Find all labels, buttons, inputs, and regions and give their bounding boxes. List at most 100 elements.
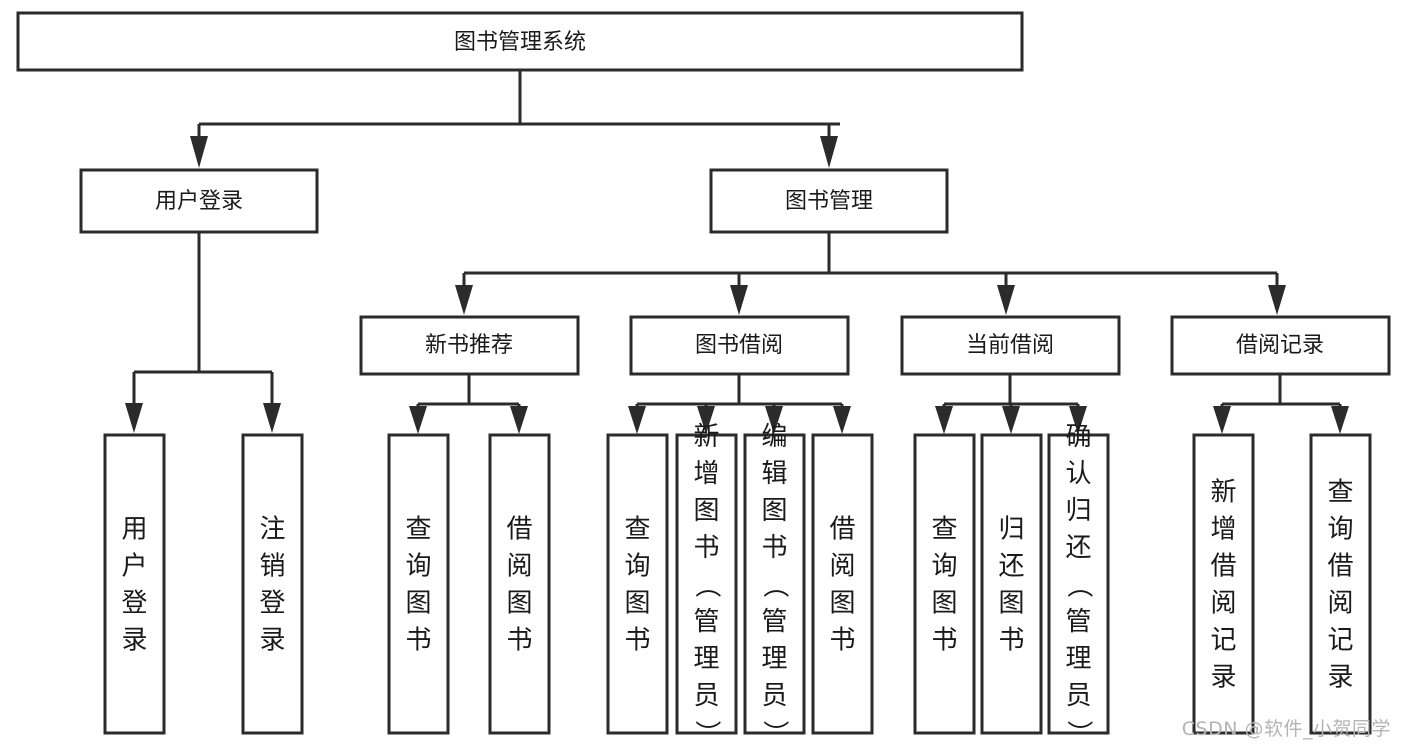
node-leaf-confirm-return[interactable] <box>1047 433 1110 735</box>
svg-text:户: 户 <box>121 552 147 582</box>
node-leaf-edit-book-box[interactable] <box>743 433 806 735</box>
node-leaf-borrow-book-2-box[interactable] <box>811 433 874 735</box>
node-borrow-record[interactable]: 借阅记录 <box>1170 315 1391 376</box>
node-leaf-return-book[interactable] <box>980 433 1043 735</box>
arrow-head-leaf-query-book-3 <box>935 406 953 434</box>
svg-text:图: 图 <box>829 589 855 619</box>
node-leaf-user-login[interactable] <box>103 433 166 735</box>
svg-text:查: 查 <box>1327 478 1353 508</box>
node-root-box[interactable] <box>16 11 1024 72</box>
arrow-head-current-borrow <box>997 285 1015 315</box>
svg-text:阅: 阅 <box>506 552 532 582</box>
connector-group-new-book-recommend <box>409 374 528 434</box>
node-new-book-recommend-box[interactable] <box>359 315 580 376</box>
node-book-manage[interactable]: 图书管理 <box>709 168 949 234</box>
node-leaf-query-book-3[interactable] <box>913 433 976 735</box>
svg-text:查: 查 <box>624 515 650 545</box>
node-borrow-record-box[interactable] <box>1170 315 1391 376</box>
svg-text:图: 图 <box>693 496 719 526</box>
arrow-head-leaf-query-book-2 <box>628 406 646 434</box>
svg-text:询: 询 <box>405 552 431 582</box>
node-leaf-borrow-book-1[interactable] <box>488 433 551 735</box>
svg-text:书: 书 <box>506 626 532 656</box>
svg-text:借: 借 <box>506 515 532 545</box>
arrow-head-leaf-confirm-return <box>1069 406 1087 434</box>
svg-text:注: 注 <box>259 515 285 545</box>
node-leaf-logout-login-box[interactable] <box>241 433 304 735</box>
svg-text:编: 编 <box>761 422 787 452</box>
svg-text:还: 还 <box>998 552 1024 582</box>
node-leaf-add-record-box[interactable] <box>1192 433 1255 735</box>
node-leaf-borrow-book-2[interactable] <box>811 433 874 735</box>
svg-text:书: 书 <box>624 626 650 656</box>
svg-text:录: 录 <box>1327 663 1353 693</box>
svg-text:录: 录 <box>259 626 285 656</box>
arrow-head-book-borrow <box>730 285 748 315</box>
node-leaf-edit-book[interactable] <box>743 433 806 735</box>
node-root[interactable]: 图书管理系统 <box>16 11 1024 72</box>
node-leaf-query-book-2-box[interactable] <box>606 433 669 735</box>
node-leaf-logout-login[interactable] <box>241 433 304 735</box>
node-leaf-query-book-1-box[interactable] <box>387 433 450 735</box>
node-book-borrow-box[interactable] <box>629 315 850 376</box>
node-borrow-record-label: 借阅记录 <box>1236 333 1324 358</box>
svg-text:登: 登 <box>121 589 147 619</box>
node-leaf-add-book[interactable] <box>675 433 738 735</box>
arrow-head-user-login <box>190 136 208 168</box>
node-leaf-borrow-book-1-box[interactable] <box>488 433 551 735</box>
svg-text:管: 管 <box>693 607 719 637</box>
node-current-borrow-box[interactable] <box>900 315 1121 376</box>
connector-group-book-manage <box>455 232 1286 315</box>
svg-text:询: 询 <box>624 552 650 582</box>
connector-group-book-borrow <box>628 374 851 434</box>
node-new-book-recommend[interactable]: 新书推荐 <box>359 315 580 376</box>
svg-text:书: 书 <box>998 626 1024 656</box>
csdn-watermark: CSDN @软件_小贺同学 <box>1181 718 1391 740</box>
node-current-borrow[interactable]: 当前借阅 <box>900 315 1121 376</box>
node-leaf-query-record-box[interactable] <box>1309 433 1372 735</box>
node-leaf-add-record[interactable] <box>1192 433 1255 735</box>
svg-text:阅: 阅 <box>829 552 855 582</box>
svg-text:借: 借 <box>829 515 855 545</box>
node-leaf-query-book-2[interactable] <box>606 433 669 735</box>
svg-text:书: 书 <box>693 533 719 563</box>
svg-text:图: 图 <box>624 589 650 619</box>
arrow-head-book-manage <box>820 136 838 168</box>
node-leaf-query-book-1[interactable] <box>387 433 450 735</box>
leaf-label-layer: 用户登录注销登录查询图书借阅图书查询图书新增图书（管理员）编辑图书（管理员）借阅… <box>121 422 1353 746</box>
node-leaf-user-login-label: 用户登录 <box>121 515 147 656</box>
node-user-login-box[interactable] <box>79 168 319 234</box>
svg-text:管: 管 <box>1065 607 1091 637</box>
node-leaf-return-book-box[interactable] <box>980 433 1043 735</box>
arrow-head-leaf-user-login <box>125 403 143 433</box>
svg-text:新: 新 <box>1210 478 1236 508</box>
node-user-login[interactable]: 用户登录 <box>79 168 319 234</box>
svg-text:员: 员 <box>1065 681 1091 711</box>
arrow-head-leaf-borrow-book-1 <box>510 406 528 434</box>
node-book-borrow[interactable]: 图书借阅 <box>629 315 850 376</box>
node-leaf-add-book-box[interactable] <box>675 433 738 735</box>
arrow-head-leaf-return-book <box>1002 406 1020 434</box>
node-leaf-confirm-return-box[interactable] <box>1047 433 1110 735</box>
arrow-head-leaf-add-record <box>1213 406 1231 434</box>
node-leaf-user-login-box[interactable] <box>103 433 166 735</box>
svg-text:（: （ <box>692 572 722 598</box>
svg-text:）: ） <box>1064 720 1094 746</box>
svg-text:记: 记 <box>1210 626 1236 656</box>
svg-text:理: 理 <box>1065 644 1091 674</box>
svg-text:图: 图 <box>761 496 787 526</box>
node-current-borrow-label: 当前借阅 <box>966 333 1054 358</box>
arrow-head-leaf-edit-book <box>765 406 783 434</box>
svg-text:）: ） <box>692 720 722 746</box>
node-book-manage-box[interactable] <box>709 168 949 234</box>
node-leaf-query-record[interactable] <box>1309 433 1372 735</box>
node-leaf-query-book-3-box[interactable] <box>913 433 976 735</box>
